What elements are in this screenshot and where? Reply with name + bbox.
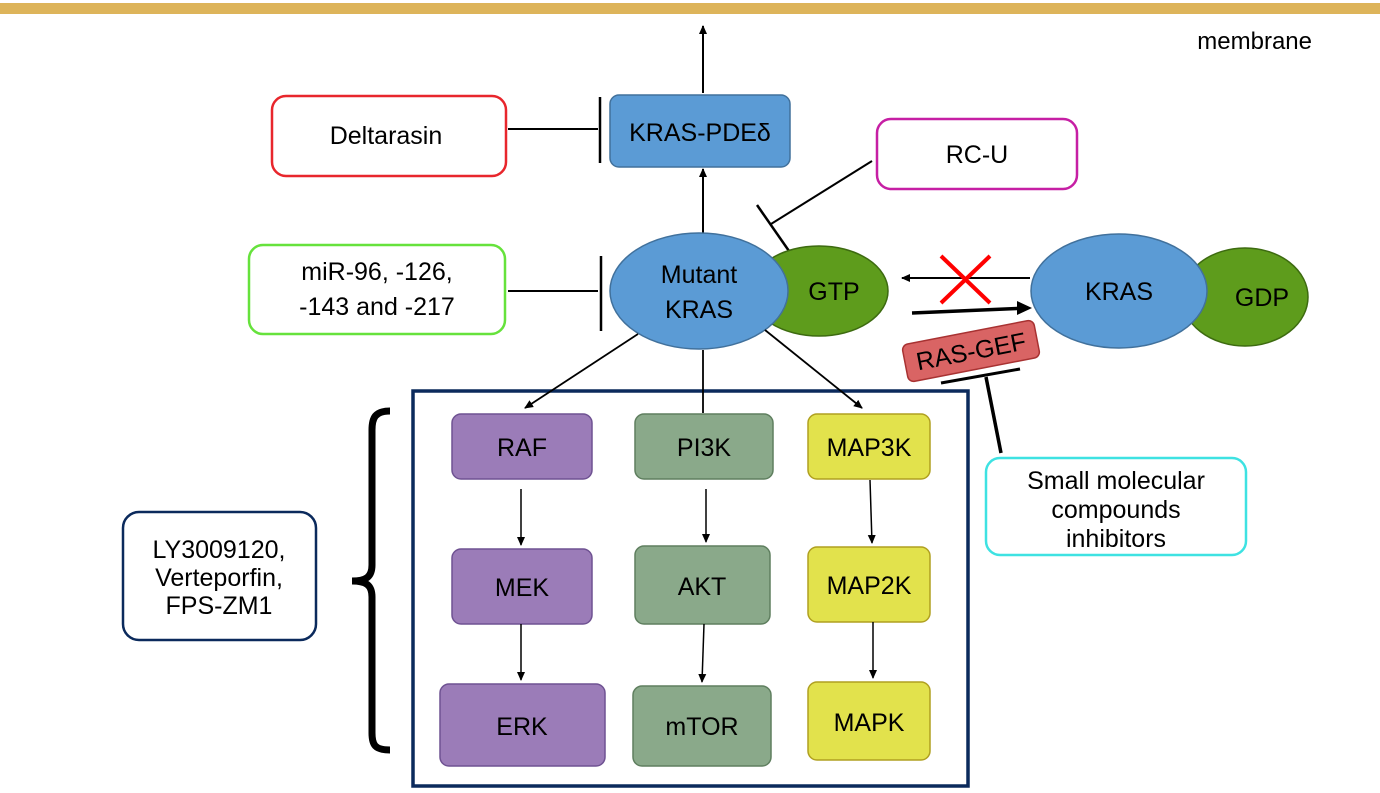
membrane-bar [0,3,1380,14]
ly3009120-line3: FPS-ZM1 [166,592,273,620]
mutant-kras-label-line2: KRAS [665,296,733,324]
arrow-to-map3k [764,329,863,409]
kras-label: KRAS [1085,278,1153,306]
rcu-inhibit-bar [755,204,791,252]
cross-mark-b [939,254,992,305]
raf-label: RAF [497,434,547,462]
small-molecule-line3: inhibitors [1066,525,1166,553]
map2k-label: MAP2K [827,572,912,600]
mtor-node [632,685,772,767]
mek-label: MEK [495,574,550,602]
rcu-box [875,117,1079,191]
mtor-label: mTOR [665,713,738,741]
mir-box [247,243,507,336]
kras-node [1030,233,1208,349]
map3k-label: MAP3K [827,434,912,462]
small-molecule-box [984,456,1248,557]
membrane-label: membrane [1197,28,1312,55]
kras-pdeD-node [609,94,791,168]
mir-label-line2: -143 and -217 [299,293,455,321]
deltarasin-label: Deltarasin [330,122,443,150]
arrow-akt-mtor [698,623,707,683]
rcu-inhibit-line [770,160,873,225]
ly3009120-line1: LY3009120, [153,536,286,564]
map3k-node [807,413,931,480]
erk-label: ERK [496,713,548,741]
ly3009120-box [121,510,318,642]
rcu-label: RC-U [946,141,1009,169]
gdp-label: GDP [1235,284,1289,312]
pi3k-label: PI3K [677,434,732,462]
ras-gef-inhibit-line [984,376,1003,454]
mek-node [451,548,593,625]
pi3k-node [634,413,774,480]
akt-label: AKT [678,573,727,601]
small-molecule-line2: compounds [1051,496,1180,524]
ly3009120-line2: Verteporfin, [155,564,283,592]
arrow-map3k-map2k [867,479,876,544]
pathway-bracket [351,407,391,754]
ras-gef-node: RAS-GEF [901,319,1041,383]
kras-pdeD-label: KRAS-PDEδ [629,119,771,147]
mapk-node [807,681,931,761]
erk-node [439,683,606,767]
map2k-node [807,546,931,623]
exchange-arrow [911,306,1029,315]
arrow-to-raf [524,333,639,409]
small-molecule-line1: Small molecular [1027,467,1205,495]
raf-node [451,413,593,480]
mir-label-line1: miR-96, -126, [301,258,452,286]
gtp-label: GTP [808,278,859,306]
mutant-kras-node [609,232,789,350]
ras-gef-inhibit-bar [940,367,1021,385]
akt-node [634,545,771,625]
deltarasin-box [270,94,508,178]
exchange-arrowhead [1017,301,1032,315]
mapk-label: MAPK [834,709,905,737]
mutant-kras-label-line1: Mutant [661,261,737,289]
